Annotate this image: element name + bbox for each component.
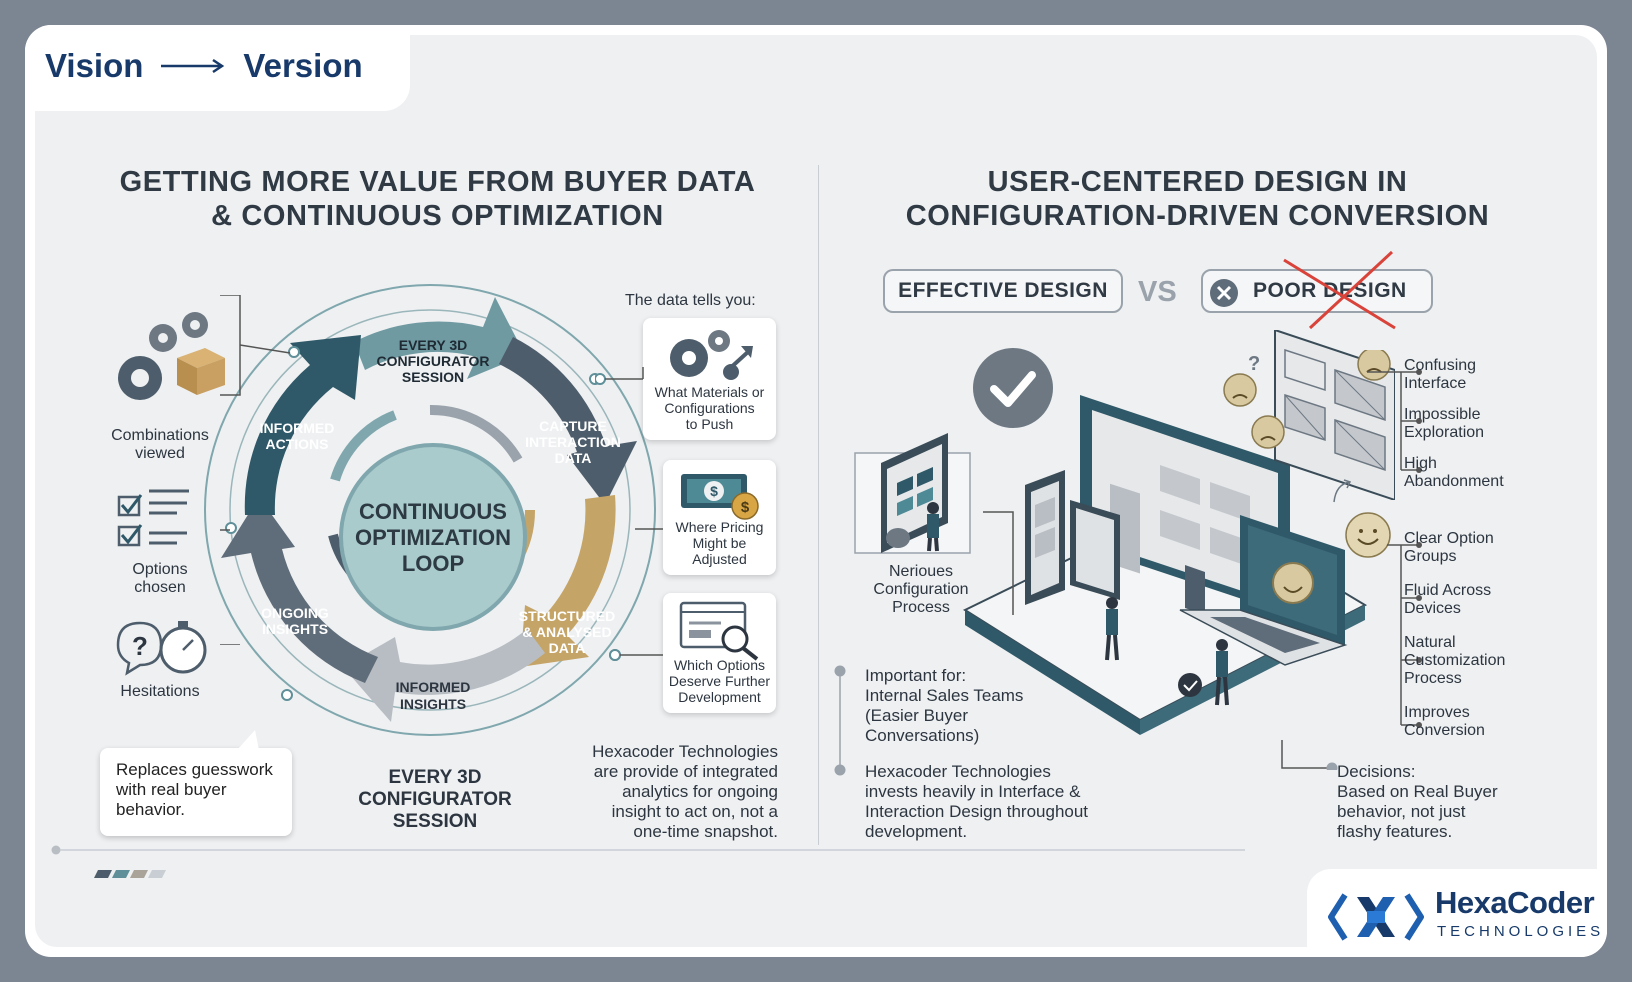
svg-text:$: $ bbox=[741, 499, 750, 516]
stage-session-3: SESSION bbox=[402, 369, 464, 385]
brand-version: Version bbox=[243, 47, 363, 84]
input-combinations-label: Combinations viewed bbox=[111, 427, 209, 462]
hexacoder-logo-icon bbox=[1328, 893, 1424, 941]
loop-center bbox=[339, 443, 527, 631]
right-list-connectors bbox=[1367, 369, 1422, 728]
stage-capture-2: INTERACTION bbox=[525, 434, 621, 450]
callout-tail bbox=[237, 730, 259, 750]
svg-text:?: ? bbox=[132, 631, 148, 661]
segment-ongoing bbox=[221, 497, 378, 683]
data-tells-heading: The data tells you: bbox=[625, 292, 756, 309]
config-process-label: Nerioues Configuration Process bbox=[873, 563, 969, 616]
money-icon: $ $ bbox=[681, 474, 759, 520]
smile-face-icon bbox=[1345, 512, 1391, 558]
input-connectors bbox=[220, 295, 291, 645]
good-list-clear-groups: Clear Option Groups bbox=[1404, 530, 1494, 565]
right-panel-title: USER-CENTERED DESIGN IN CONFIGURATION-DR… bbox=[905, 166, 1490, 232]
good-list-natural: Natural Customization Process bbox=[1404, 634, 1506, 687]
stage-informed-insights-1: INFORMED bbox=[396, 679, 471, 695]
optimization-loop-diagram: CONTINUOUS OPTIMIZATION LOOP EVERY 3D CO… bbox=[204, 284, 656, 736]
callout-bubble: Replaces guesswork with real buyer behav… bbox=[100, 748, 292, 836]
hexacoder-analytics-note: Hexacoder Technologies are provide of in… bbox=[592, 742, 778, 841]
footer-logo-box: HexaCoder TECHNOLOGIES bbox=[1307, 869, 1607, 957]
poor-list-abandonment: High Abandonment bbox=[1404, 455, 1504, 490]
stage-actions-1: INFORMED bbox=[260, 420, 335, 436]
stage-structured-2: & ANALYSED bbox=[522, 624, 611, 640]
slide-progress-bar bbox=[51, 845, 1245, 878]
stage-session-1: EVERY 3D bbox=[399, 337, 467, 353]
devices-illustration bbox=[962, 395, 1368, 735]
data-connectors bbox=[595, 367, 663, 661]
inner-arrow-1 bbox=[429, 404, 523, 463]
effective-design-pill: EFFECTIVE DESIGN bbox=[883, 269, 1123, 313]
poor-list-exploration: Impossible Exploration bbox=[1404, 406, 1485, 441]
segment-actions bbox=[244, 335, 361, 515]
stage-actions-2: ACTIONS bbox=[266, 436, 329, 452]
stage-structured-3: DATA bbox=[549, 640, 586, 656]
good-list-fluid: Fluid Across Devices bbox=[1404, 582, 1492, 617]
stage-session-2: CONFIGURATOR bbox=[376, 353, 489, 369]
config-process-illustration bbox=[854, 433, 971, 554]
checklist-icon bbox=[117, 489, 189, 547]
poor-list-confusing: Confusing Interface bbox=[1404, 357, 1477, 392]
loop-center-line2: OPTIMIZATION bbox=[355, 525, 511, 550]
invests-block: Hexacoder Technologies invests heavily i… bbox=[865, 762, 1089, 841]
loop-center-line1: CONTINUOUS bbox=[359, 499, 507, 524]
data-card-materials: What Materials or Configurations to Push bbox=[643, 318, 776, 440]
logo-name: HexaCoder bbox=[1435, 885, 1595, 920]
vs-label: VS bbox=[1138, 276, 1177, 308]
ring-node bbox=[281, 689, 293, 701]
important-for-block: Important for: Internal Sales Teams (Eas… bbox=[865, 666, 1024, 745]
slide-frame: Vision Version GETTING MORE VALUE FROM B… bbox=[25, 25, 1607, 957]
poor-design-pill: POOR DESIGN bbox=[1201, 269, 1433, 313]
stage-ongoing-2: INSIGHTS bbox=[262, 621, 328, 637]
data-card-pricing: $ $ Where Pricing Might be Adjusted bbox=[663, 460, 776, 575]
stage-capture-1: CAPTURE bbox=[539, 418, 607, 434]
svg-text:?: ? bbox=[1248, 353, 1260, 375]
segment-structured bbox=[520, 495, 616, 667]
svg-text:$: $ bbox=[710, 483, 718, 499]
browser-search-icon bbox=[679, 601, 759, 661]
input-hesitations-label: Hesitations bbox=[120, 683, 200, 700]
sad-faces: ? bbox=[1223, 350, 1391, 449]
red-cross-mark bbox=[1283, 250, 1396, 330]
segment-capture bbox=[499, 337, 637, 505]
poor-design-text: POOR DESIGN bbox=[1253, 279, 1407, 302]
config-connector bbox=[983, 511, 1014, 615]
checkmark-icon bbox=[973, 348, 1053, 428]
data-card-options: Which Options Deserve Further Developmen… bbox=[663, 593, 776, 713]
segment-informed-insights bbox=[343, 629, 545, 722]
logo-sub: TECHNOLOGIES bbox=[1437, 923, 1605, 940]
input-options-label: Options chosen bbox=[132, 561, 188, 596]
panel-divider bbox=[818, 165, 819, 845]
stage-ongoing-1: ONGOING bbox=[261, 605, 329, 621]
bullet-line bbox=[834, 665, 846, 776]
close-icon bbox=[1210, 279, 1238, 307]
brand-vision: Vision bbox=[45, 47, 144, 84]
segment-session bbox=[354, 297, 525, 379]
stage-informed-insights-2: INSIGHTS bbox=[400, 696, 466, 712]
loop-center-line3: LOOP bbox=[402, 551, 464, 576]
gears-box-icon bbox=[118, 312, 225, 400]
decisions-block: Decisions: Based on Real Buyer behavior,… bbox=[1337, 762, 1498, 841]
good-list-conversion: Improves Conversion bbox=[1404, 704, 1485, 739]
mid-ring bbox=[229, 309, 631, 711]
question-stopwatch-icon: ? bbox=[116, 621, 207, 676]
loop-bottom-caption: EVERY 3D CONFIGURATOR SESSION bbox=[358, 767, 512, 832]
stage-capture-3: DATA bbox=[555, 450, 592, 466]
left-panel-title: GETTING MORE VALUE FROM BUYER DATA & CON… bbox=[119, 166, 756, 232]
brand-heading: Vision Version bbox=[45, 47, 363, 85]
curved-arrow-icon bbox=[1333, 479, 1352, 503]
inner-arrow-4 bbox=[330, 410, 397, 482]
header-tab: Vision Version bbox=[25, 25, 410, 111]
arrow-right-icon bbox=[161, 58, 225, 74]
decisions-connector bbox=[1281, 740, 1338, 770]
ring-node bbox=[288, 346, 300, 358]
outer-ring bbox=[204, 284, 656, 736]
gears-arrow-icon bbox=[670, 330, 753, 380]
stage-structured-1: STRUCTURED bbox=[519, 608, 615, 624]
